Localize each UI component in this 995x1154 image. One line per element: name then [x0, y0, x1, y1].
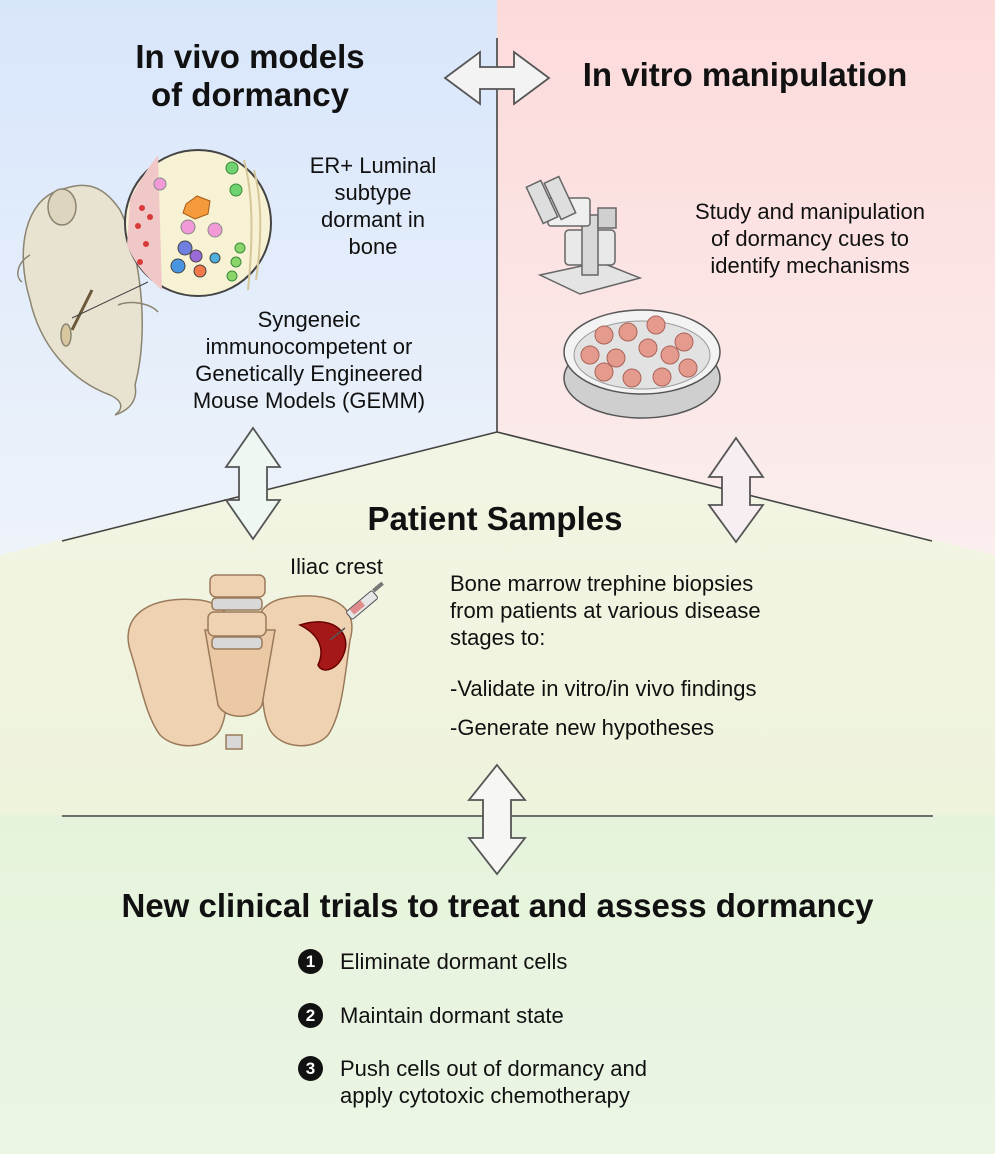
mouse-models-line1: Syngeneic [257, 307, 361, 332]
invitro-description: Study and manipulation of dormancy cues … [650, 198, 970, 279]
patient-desc-line3: stages to: [450, 625, 546, 650]
clinical-item-text-line2: apply cytotoxic chemotherapy [340, 1083, 630, 1108]
clinical-item-text: Eliminate dormant cells [340, 949, 568, 974]
microscope-illustration [525, 175, 643, 295]
syringe-icon [329, 581, 384, 641]
double-arrow-left-icon [224, 426, 282, 541]
invivo-title-line2: of dormancy [150, 76, 350, 113]
clinical-trials-title: New clinical trials to treat and assess … [121, 887, 874, 924]
patient-point-generate: -Generate new hypotheses [450, 715, 715, 740]
mouse-models-line4: Mouse Models (GEMM) [192, 388, 426, 413]
patient-samples-title: Patient Samples [367, 500, 623, 537]
invivo-title-line1: In vivo models [135, 38, 365, 75]
er-luminal-label: ER+ Luminal subtype dormant in bone [288, 152, 458, 260]
clinical-item: 3 Push cells out of dormancy and apply c… [298, 1055, 647, 1109]
mouse-illustration [17, 184, 159, 416]
invivo-title: In vivo models of dormancy [100, 38, 400, 114]
pelvis-illustration [127, 574, 353, 750]
clinical-item: 2 Maintain dormant state [298, 1002, 564, 1029]
iliac-crest-label: Iliac crest [290, 554, 383, 579]
patient-desc-line2: from patients at various disease [450, 598, 761, 623]
invitro-desc-line1: Study and manipulation [695, 199, 925, 224]
clinical-item: 1 Eliminate dormant cells [298, 948, 567, 975]
patient-point-validate: -Validate in vitro/in vivo findings [450, 676, 757, 701]
number-3-icon: 3 [298, 1056, 323, 1081]
mouse-models-line2: immunocompetent or [205, 334, 413, 359]
double-arrow-bottom-icon [467, 763, 527, 876]
mouse-models-line3: Genetically Engineered [195, 361, 423, 386]
bone-niche-zoom [124, 149, 272, 297]
number-2-icon: 2 [298, 1003, 323, 1028]
er-luminal-line2: subtype [334, 180, 412, 205]
clinical-item-text-line1: Push cells out of dormancy and [340, 1056, 647, 1081]
number-1-icon: 1 [298, 949, 323, 974]
er-luminal-line1: ER+ Luminal [309, 153, 437, 178]
er-luminal-line4: bone [348, 234, 398, 259]
invitro-desc-line2: of dormancy cues to [710, 226, 910, 251]
double-arrow-horizontal-icon [443, 50, 551, 106]
invitro-desc-line3: identify mechanisms [710, 253, 910, 278]
clinical-item-text: Maintain dormant state [340, 1003, 564, 1028]
invitro-title: In vitro manipulation [582, 56, 908, 93]
petri-dish-illustration [563, 309, 721, 419]
mouse-models-label: Syngeneic immunocompetent or Genetically… [148, 306, 470, 414]
double-arrow-right-icon [707, 436, 765, 544]
patient-desc-line1: Bone marrow trephine biopsies [450, 571, 754, 596]
patient-description: Bone marrow trephine biopsies from patie… [450, 570, 870, 651]
er-luminal-line3: dormant in [321, 207, 425, 232]
